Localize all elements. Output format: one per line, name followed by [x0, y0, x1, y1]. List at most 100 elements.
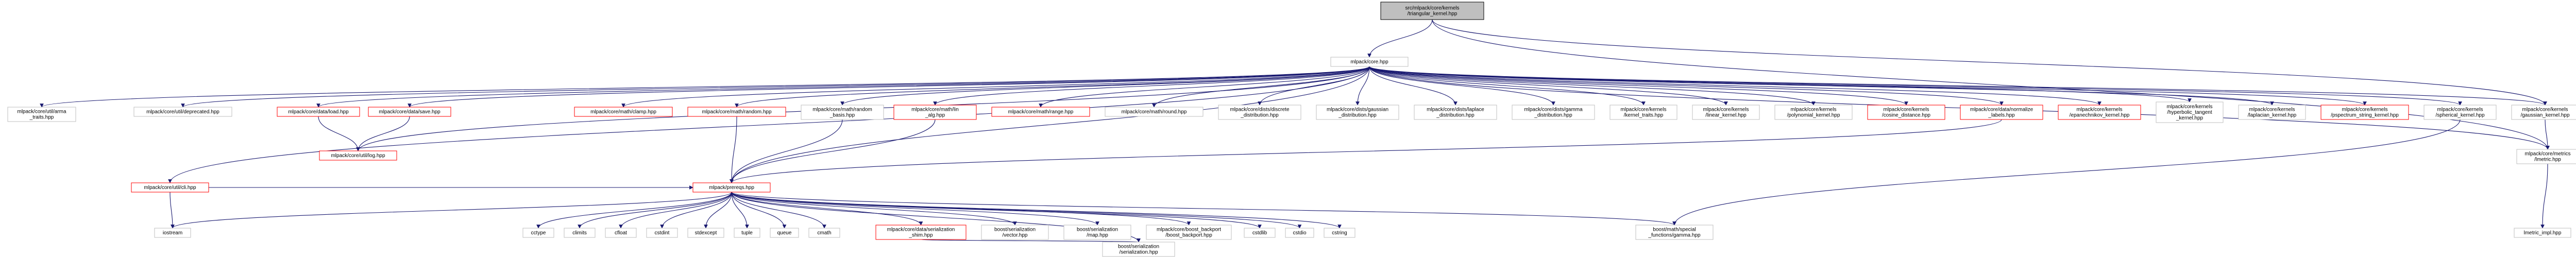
node-deprecated[interactable]: mlpack/core/util/deprecated.hpp	[133, 107, 232, 117]
node-label: mlpack/core/math/range.hpp	[1008, 109, 1074, 115]
node-cstdint[interactable]: cstdint	[646, 228, 678, 238]
node-arma_traits[interactable]: mlpack/core/util/arma_traits.hpp	[7, 107, 76, 122]
node-linear_kernel[interactable]: mlpack/core/kernels/linear_kernel.hpp	[1692, 105, 1760, 120]
node-box	[368, 107, 451, 117]
node-boost_gamma[interactable]: boost/math/special_functions/gamma.hpp	[1635, 225, 1714, 240]
node-label: lmetric_impl.hpp	[2524, 230, 2562, 236]
node-iostream[interactable]: iostream	[154, 228, 191, 238]
node-box	[522, 228, 554, 238]
node-box	[893, 105, 977, 120]
edge-prereqs-to-cstring	[731, 192, 1342, 229]
node-load[interactable]: mlpack/core/data/load.hpp	[277, 107, 360, 117]
node-label: _labels.hpp	[1988, 113, 2015, 118]
node-label: mlpack/prereqs.hpp	[709, 185, 754, 191]
node-log[interactable]: mlpack/core/util/log.hpp	[319, 150, 397, 161]
node-random_basis[interactable]: mlpack/core/math/random_basis.hpp	[801, 105, 884, 120]
node-hyperbolic[interactable]: mlpack/core/kernels/hyperbolic_tangent_k…	[2156, 101, 2224, 123]
edge-normalize-to-prereqs	[730, 119, 2002, 183]
node-clamp[interactable]: mlpack/core/math/clamp.hpp	[574, 107, 673, 117]
node-stdexcept[interactable]: stdexcept	[687, 228, 724, 238]
node-epanechnikov[interactable]: mlpack/core/kernels/epanechnikov_kernel.…	[2058, 105, 2141, 120]
node-label: climits	[572, 230, 587, 236]
node-box	[574, 107, 673, 117]
edge-random-to-prereqs	[730, 116, 737, 183]
node-box	[277, 107, 360, 117]
node-save[interactable]: mlpack/core/data/save.hpp	[368, 107, 451, 117]
file-nodes: src/mlpack/core/kernels/triangular_kerne…	[7, 2, 2576, 257]
edge-cli-to-iostream	[170, 192, 175, 229]
node-label: cmath	[817, 230, 831, 236]
node-label: mlpack/core/boost_backport	[1157, 227, 1221, 233]
node-label: _shim.hpp	[908, 233, 933, 238]
edge-prereqs-to-queue	[731, 192, 787, 229]
edge-core-to-gamma	[1369, 66, 1555, 106]
node-box	[605, 228, 637, 238]
node-label: mlpack/core/kernels	[2437, 107, 2483, 113]
node-label: /lmetric.hpp	[2534, 157, 2561, 163]
node-core[interactable]: mlpack/core.hpp	[1330, 57, 1409, 67]
node-box	[564, 228, 596, 238]
node-queue[interactable]: queue	[770, 228, 799, 238]
node-polynomial[interactable]: mlpack/core/kernels/polynomial_kernel.hp…	[1774, 105, 1853, 120]
node-lmetric[interactable]: mlpack/core/metrics/lmetric.hpp	[2516, 149, 2576, 164]
node-gamma[interactable]: mlpack/core/dists/gamma_distribution.hpp	[1512, 105, 1595, 120]
node-random[interactable]: mlpack/core/math/random.hpp	[687, 107, 786, 117]
node-pspectrum[interactable]: mlpack/core/kernels/pspectrum_string_ker…	[2320, 105, 2409, 120]
edge-core-to-deprecated	[181, 66, 1370, 108]
node-box	[991, 107, 1090, 117]
node-laplacian[interactable]: mlpack/core/kernels/laplacian_kernel.hpp	[2238, 105, 2306, 120]
node-cstdio[interactable]: cstdio	[1285, 228, 1314, 238]
node-spherical[interactable]: mlpack/core/kernels/spherical_kernel.hpp	[2424, 105, 2497, 120]
node-range[interactable]: mlpack/core/math/range.hpp	[991, 107, 1090, 117]
node-label: mlpack/core/math/clamp.hpp	[590, 109, 656, 115]
node-cstring[interactable]: cstring	[1324, 228, 1355, 238]
node-kernel_traits[interactable]: mlpack/core/kernels/kernel_traits.hpp	[1609, 105, 1677, 120]
node-laplace[interactable]: mlpack/core/dists/laplace_distribution.h…	[1414, 105, 1497, 120]
node-lmetric_impl[interactable]: lmetric_impl.hpp	[2514, 228, 2571, 238]
node-tuple[interactable]: tuple	[734, 228, 760, 238]
dependency-edges	[40, 19, 2550, 243]
node-box	[1774, 105, 1853, 120]
node-cctype[interactable]: cctype	[522, 228, 554, 238]
edge-core-to-spherical	[1369, 66, 2462, 106]
node-label: _distribution.hpp	[1436, 113, 1475, 118]
node-lin_alg[interactable]: mlpack/core/math/lin_alg.hpp	[893, 105, 977, 120]
node-box	[801, 105, 884, 120]
edge-prereqs-to-ser_map	[731, 192, 1099, 226]
node-root[interactable]: src/mlpack/core/kernels/triangular_kerne…	[1380, 2, 1484, 20]
node-box	[7, 107, 76, 122]
node-cfloat[interactable]: cfloat	[605, 228, 637, 238]
node-cstdlib[interactable]: cstdlib	[1244, 228, 1276, 238]
node-label: queue	[777, 230, 792, 236]
node-box	[1316, 105, 1399, 120]
node-prereqs[interactable]: mlpack/prereqs.hpp	[692, 182, 771, 193]
node-label: iostream	[163, 230, 182, 236]
node-label: /spherical_kernel.hpp	[2435, 113, 2484, 118]
node-cli[interactable]: mlpack/core/util/cli.hpp	[131, 182, 209, 193]
node-normalize[interactable]: mlpack/core/data/normalize_labels.hpp	[1960, 105, 2043, 120]
node-box	[646, 228, 678, 238]
node-cmath[interactable]: cmath	[808, 228, 840, 238]
node-shim[interactable]: mlpack/core/data/serialization_shim.hpp	[875, 225, 967, 240]
edge-core-to-gaussian	[1355, 66, 1370, 106]
node-label: _kernel.hpp	[2176, 115, 2204, 121]
edge-core-to-linear_kernel	[1369, 66, 1728, 106]
node-box	[692, 182, 771, 193]
node-box	[2320, 105, 2409, 120]
node-ser_vector[interactable]: boost/serialization/vector.hpp	[981, 225, 1049, 240]
node-ser_map[interactable]: boost/serialization/map.hpp	[1063, 225, 1131, 240]
node-label: mlpack/core/kernels	[2167, 104, 2213, 110]
node-label: boost/serialization	[1077, 227, 1118, 233]
node-gaussian_kernel[interactable]: mlpack/core/kernels/gaussian_kernel.hpp	[2511, 105, 2576, 120]
node-discrete[interactable]: mlpack/core/dists/discrete_distribution.…	[1218, 105, 1301, 120]
node-ser_serialization[interactable]: boost/serialization/serialization.hpp	[1102, 242, 1175, 257]
node-box	[808, 228, 840, 238]
node-label: mlpack/core/math/random.hpp	[702, 109, 772, 115]
node-gaussian[interactable]: mlpack/core/dists/gaussian_distribution.…	[1316, 105, 1399, 120]
node-climits[interactable]: climits	[564, 228, 596, 238]
node-boost_backport[interactable]: mlpack/core/boost_backport/boost_backpor…	[1146, 225, 1232, 240]
node-cosine[interactable]: mlpack/core/kernels/cosine_distance.hpp	[1867, 105, 1945, 120]
node-round[interactable]: mlpack/core/math/round.hpp	[1105, 107, 1204, 117]
node-box	[1063, 225, 1131, 240]
edge-spherical-to-boost_gamma	[1672, 119, 2461, 226]
